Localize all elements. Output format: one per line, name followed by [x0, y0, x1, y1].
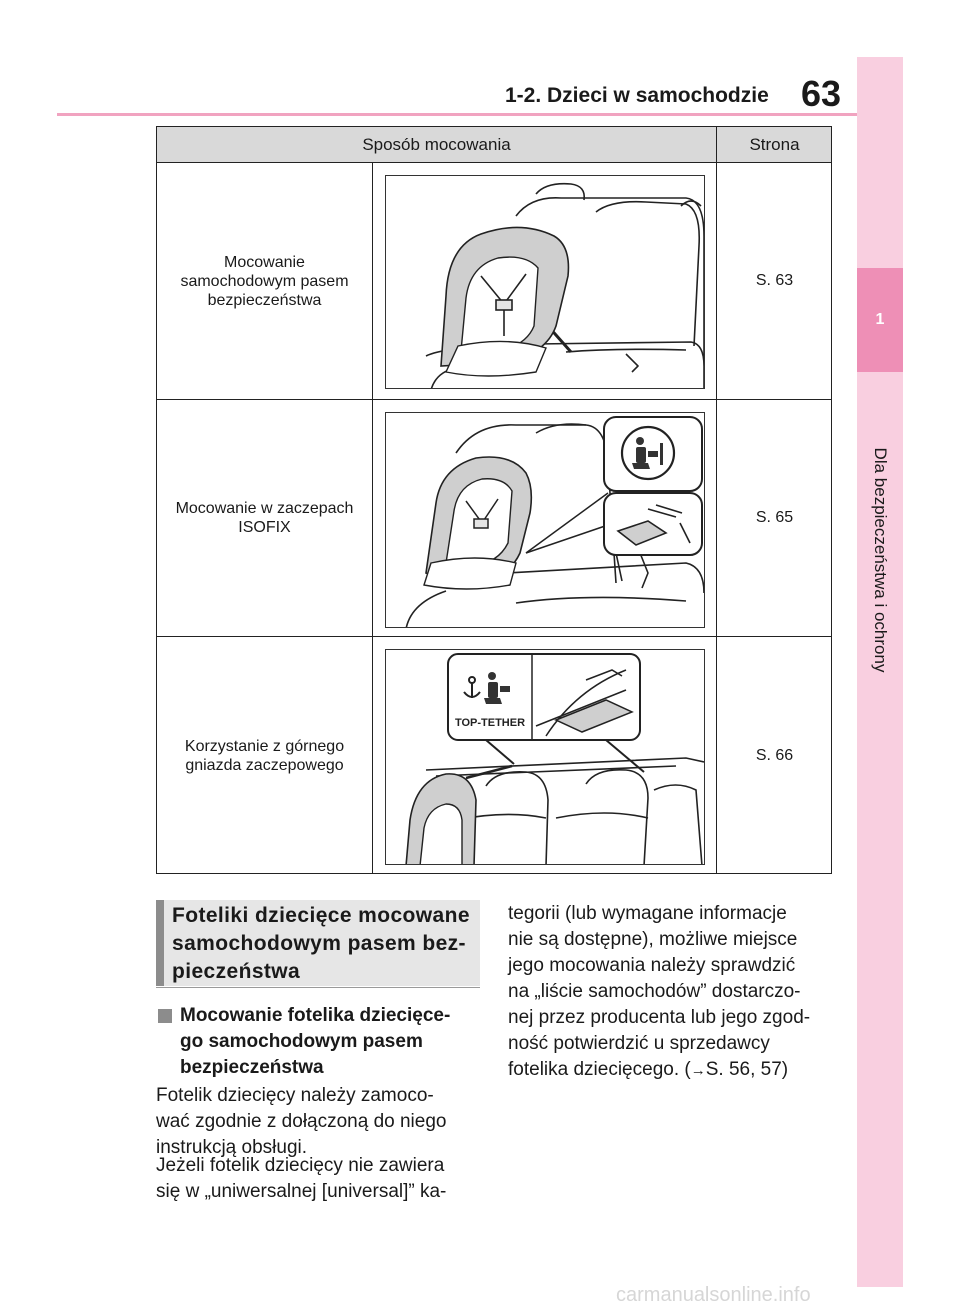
table-row: Mocowanie w zaczepach ISOFIX	[157, 400, 831, 637]
section-divider	[156, 987, 480, 988]
page-ref-seatbelt[interactable]: S. 63	[755, 272, 794, 289]
top-tether-illustration: TOP-TETHER	[385, 649, 705, 865]
top-tether-illustration-svg: TOP-TETHER	[405, 653, 704, 864]
page-ref-isofix[interactable]: S. 65	[755, 509, 794, 526]
watermark: carmanualsonline.info	[616, 1284, 811, 1306]
table-row: Korzystanie z górnego gniazda zaczepoweg…	[157, 637, 831, 874]
section-title: Foteliki dziecięce mocowane samochodowym…	[172, 904, 470, 983]
table-row: Mocowanie samochodowym pasem bezpieczeńs…	[157, 163, 831, 400]
section-header-title: 1-2. Dzieci w samochodzie	[505, 84, 769, 107]
seat-illustration-svg	[425, 182, 704, 388]
sub-heading: Mocowanie fotelika dziecięce- go samocho…	[180, 1005, 451, 1078]
page-reference-link[interactable]: S. 56, 57)	[705, 1059, 789, 1080]
body-paragraph-3: tegorii (lub wymagane informacje nie są …	[508, 901, 838, 1084]
square-bullet-icon	[158, 1009, 172, 1023]
column-header-method: Sposób mocowania	[157, 127, 717, 163]
mounting-methods-table: Sposób mocowania Strona Mocowanie samoch…	[156, 126, 832, 874]
table-header-row: Sposób mocowania Strona	[157, 127, 831, 163]
chapter-side-label: Dla bezpieczeństwa i ochrony	[871, 447, 890, 673]
column-header-page: Strona	[749, 135, 800, 154]
header-divider	[57, 113, 857, 116]
body-paragraph-1: Fotelik dziecięcy należy zamoco- wać zgo…	[156, 1085, 447, 1158]
body-paragraph-3-text: tegorii (lub wymagane informacje nie są …	[508, 903, 811, 1080]
page-number: 63	[801, 73, 842, 114]
isofix-illustration-svg	[405, 416, 704, 627]
page-ref-top-tether[interactable]: S. 66	[755, 746, 794, 764]
method-label-isofix: Mocowanie w zaczepach ISOFIX	[157, 400, 373, 636]
seatbelt-child-seat-illustration	[385, 175, 705, 389]
section-heading-box	[156, 900, 480, 986]
method-label-seatbelt: Mocowanie samochodowym pasem bezpieczeńs…	[157, 163, 373, 399]
top-tether-icon-label: TOP-TETHER	[455, 717, 525, 729]
method-label-top-tether: Korzystanie z górnego gniazda zaczepoweg…	[157, 637, 373, 874]
reference-arrow-icon: →	[690, 1062, 706, 1079]
isofix-child-seat-illustration	[385, 412, 705, 628]
chapter-side-strip	[857, 57, 903, 1287]
body-paragraph-2: Jeżeli fotelik dziecięcy nie zawiera się…	[156, 1155, 447, 1202]
chapter-number-tab: 1	[857, 268, 903, 372]
